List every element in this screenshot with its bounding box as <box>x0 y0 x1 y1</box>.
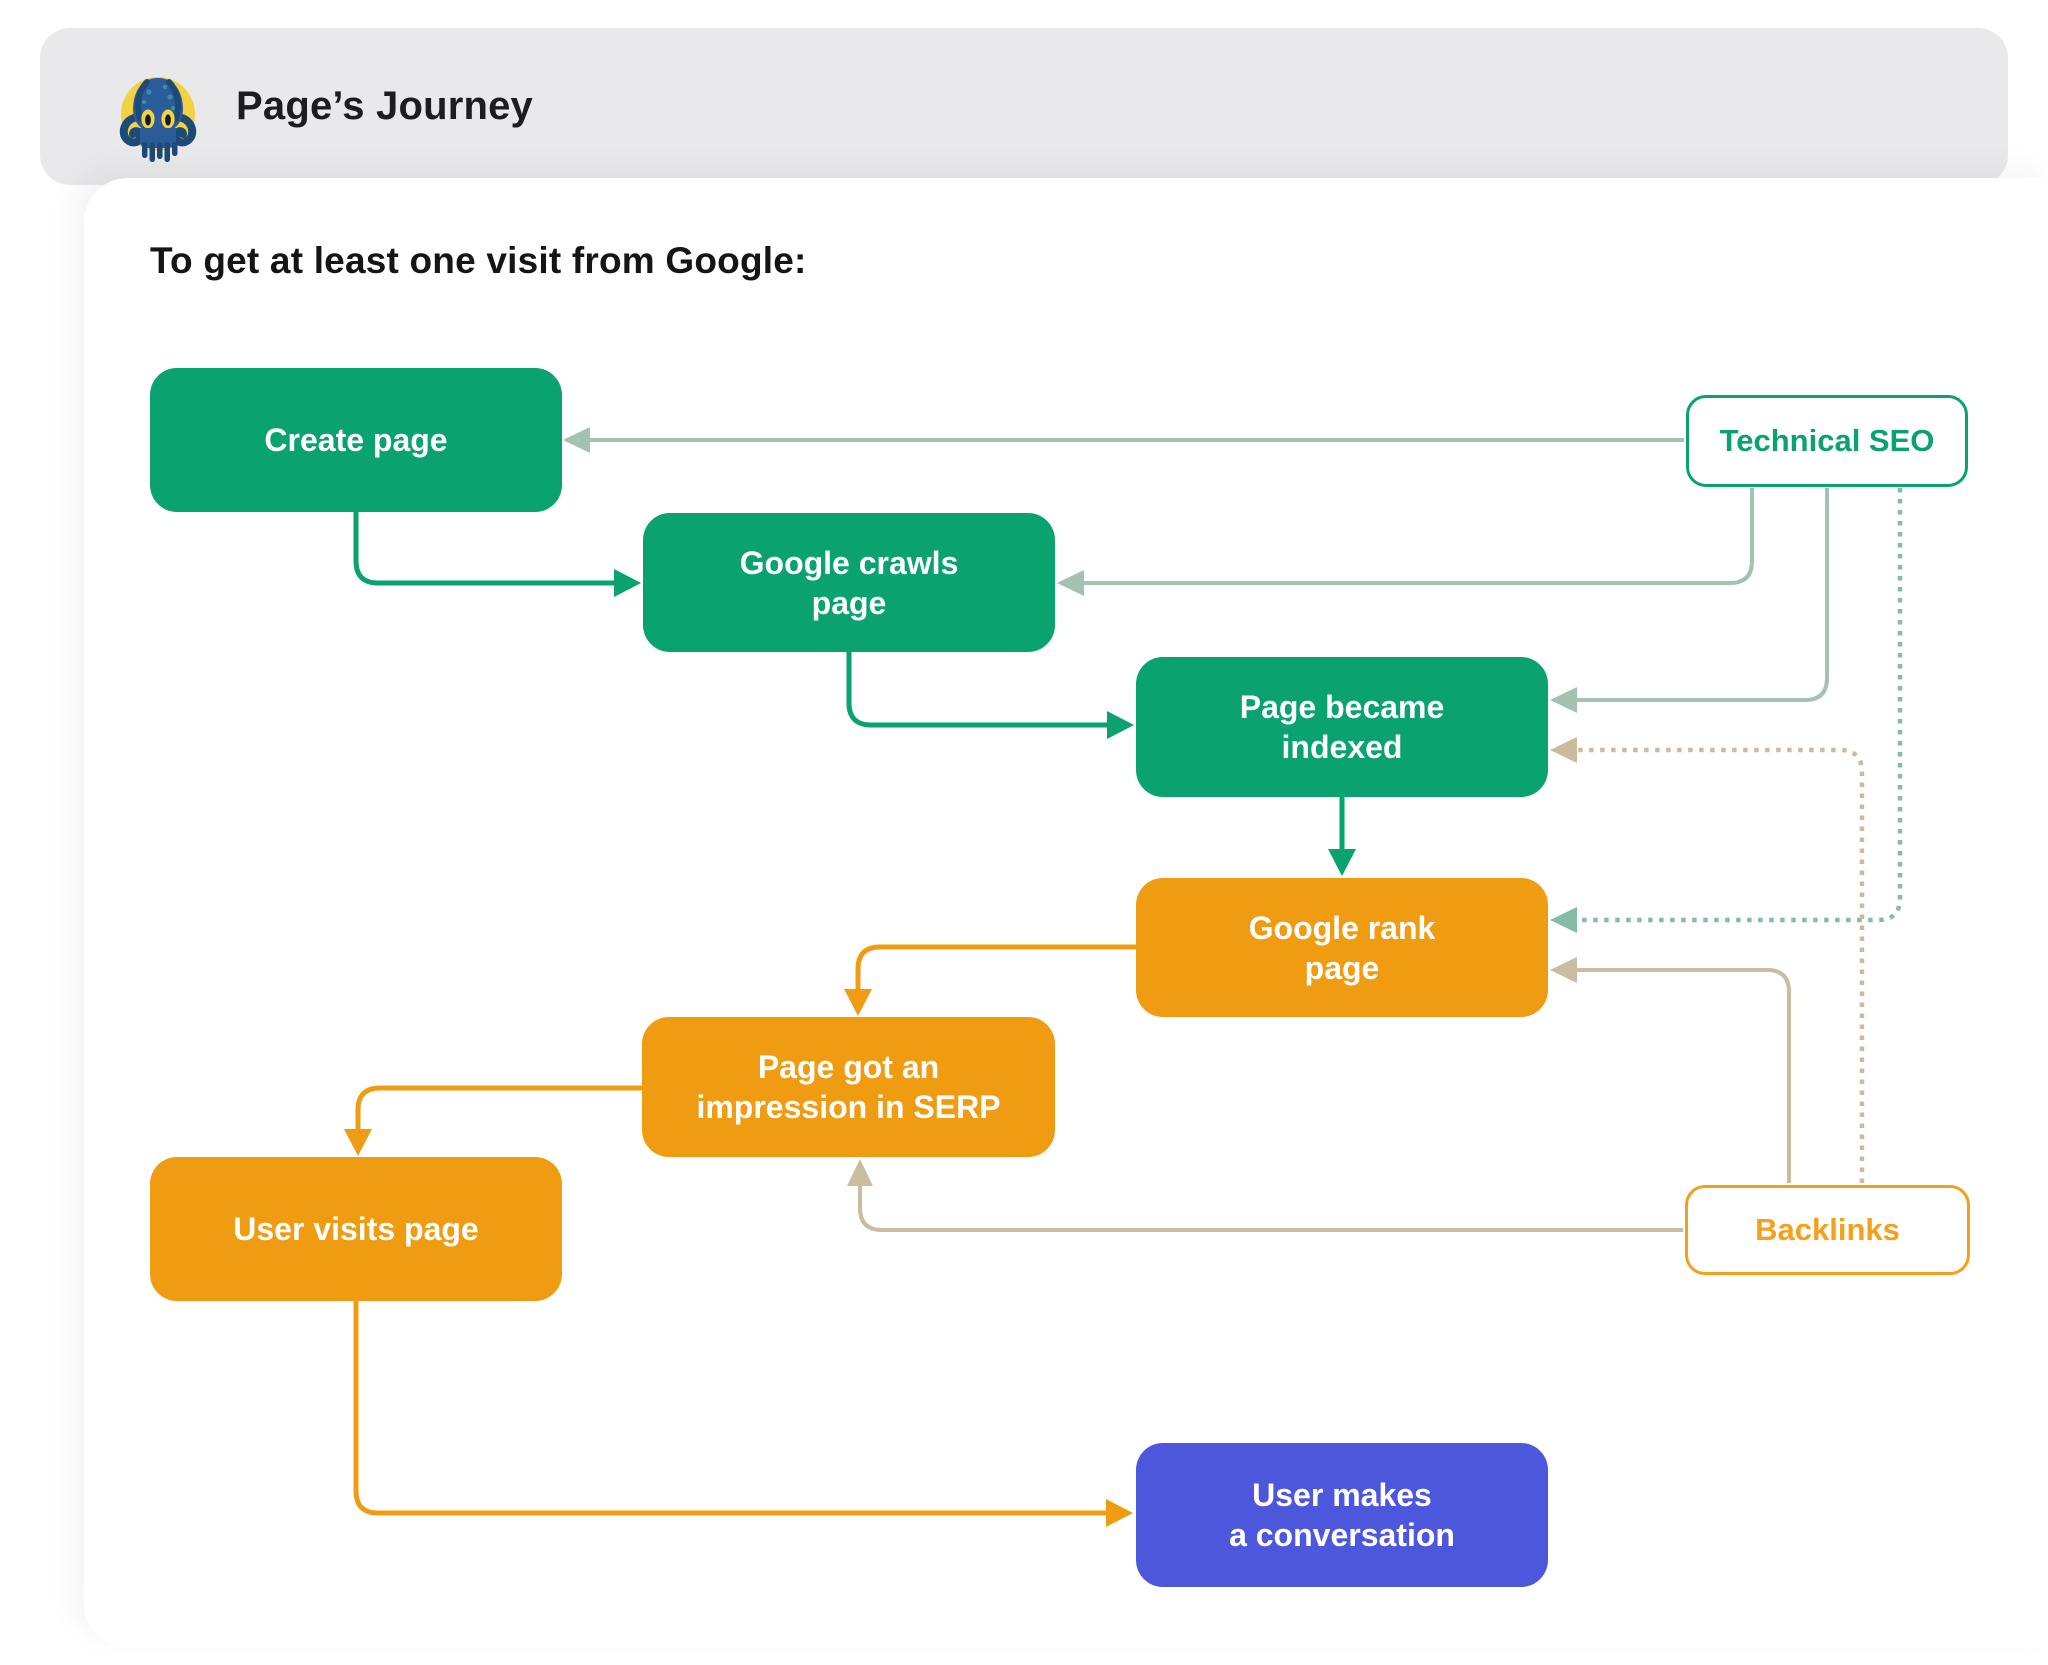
edge-technical-seo-to-google-crawls <box>1057 488 1754 596</box>
arrowhead-icon <box>1550 957 1577 983</box>
arrowhead-icon <box>844 989 872 1016</box>
edge-line <box>355 1085 644 1130</box>
edge-line <box>1082 488 1754 585</box>
arrowhead-icon <box>1550 687 1577 713</box>
edge-backlinks-to-impression <box>847 1159 1683 1232</box>
edge-line <box>353 510 615 586</box>
edge-backlinks-to-page-indexed <box>1550 737 1865 1183</box>
node-google-rank-page[interactable]: Google rank page <box>1136 878 1548 1017</box>
node-user-makes-conversation[interactable]: User makes a conversation <box>1136 1443 1548 1587</box>
edge-line <box>1575 488 1829 702</box>
node-backlinks[interactable]: Backlinks <box>1685 1185 1970 1275</box>
edge-google-crawls-to-page-indexed <box>846 650 1134 739</box>
arrowhead-icon <box>344 1129 372 1156</box>
page-title: Page’s Journey <box>236 84 533 128</box>
node-create-page[interactable]: Create page <box>150 368 562 512</box>
edge-technical-seo-to-page-indexed <box>1550 488 1829 713</box>
octopus-icon <box>119 77 197 162</box>
node-page-became-indexed[interactable]: Page became indexed <box>1136 657 1548 797</box>
edge-page-indexed-to-google-rank <box>1328 795 1356 876</box>
arrowhead-icon <box>1550 907 1577 933</box>
edge-user-visits-to-conversation <box>353 1299 1133 1527</box>
arrowhead-icon <box>1107 711 1134 739</box>
node-google-crawls-page[interactable]: Google crawls page <box>643 513 1055 652</box>
arrowhead-icon <box>614 569 641 597</box>
edge-impression-to-user-visits <box>344 1085 644 1156</box>
edge-technical-seo-to-create-page <box>563 427 1684 453</box>
edge-create-page-to-google-crawls <box>353 510 641 597</box>
edge-line <box>353 1299 1107 1516</box>
node-technical-seo[interactable]: Technical SEO <box>1686 395 1968 487</box>
arrowhead-icon <box>1328 849 1356 876</box>
octopus-logo-icon <box>118 72 198 172</box>
arrowhead-icon <box>563 427 590 453</box>
edge-line <box>855 944 1138 990</box>
arrowhead-icon <box>1057 570 1084 596</box>
edge-line <box>858 1184 1683 1232</box>
arrowhead-icon <box>1106 1499 1133 1527</box>
edge-line <box>1575 488 1903 923</box>
app-header: Page’s Journey <box>40 28 2008 185</box>
node-page-got-impression[interactable]: Page got an impression in SERP <box>642 1017 1055 1157</box>
arrowhead-icon <box>847 1159 873 1186</box>
node-user-visits-page[interactable]: User visits page <box>150 1157 562 1301</box>
edge-line <box>1575 747 1865 1183</box>
arrowhead-icon <box>1550 737 1577 763</box>
edge-technical-seo-to-google-rank <box>1550 488 1903 933</box>
edge-line <box>846 650 1108 728</box>
edge-google-rank-to-impression <box>844 944 1138 1016</box>
edge-backlinks-to-google-rank <box>1550 957 1791 1183</box>
edge-line <box>1575 968 1791 1183</box>
diagram-heading: To get at least one visit from Google: <box>150 240 807 281</box>
